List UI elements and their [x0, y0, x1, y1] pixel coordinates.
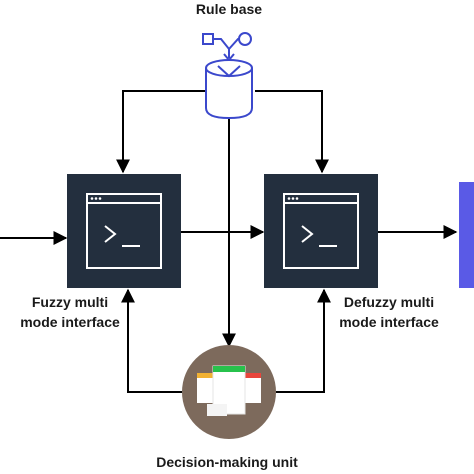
output-node-bar	[459, 182, 474, 288]
defuzzy-box	[264, 174, 378, 288]
database-workflow-icon	[202, 32, 253, 120]
connectors	[0, 90, 458, 393]
fuzzy-interface-node: Fuzzy multi mode interface	[20, 174, 181, 330]
decision-to-defuzzy-arrow	[276, 288, 331, 393]
decision-label: Decision-making unit	[156, 454, 298, 470]
terminal-dots	[287, 197, 299, 200]
rule-base-node: Rule base	[196, 1, 262, 120]
rulebase-to-fuzzy-arrow	[116, 90, 205, 174]
decision-to-fuzzy-arrow	[121, 288, 182, 393]
defuzzy-label-line1: Defuzzy multi	[344, 294, 434, 310]
terminal-window-icon	[283, 193, 359, 269]
defuzzy-interface-node: Defuzzy multi mode interface	[264, 174, 439, 330]
rulebase-to-defuzzy-arrow	[255, 90, 329, 174]
terminal-window-icon	[86, 193, 162, 269]
rule-base-label: Rule base	[196, 1, 262, 17]
defuzzy-label-line2: mode interface	[339, 314, 439, 330]
cards-circle-icon	[197, 365, 261, 416]
terminal-dots	[90, 197, 102, 200]
fuzzy-box	[67, 174, 181, 288]
fuzzy-label-line2: mode interface	[20, 314, 120, 330]
fuzzy-label-line1: Fuzzy multi	[32, 294, 108, 310]
decision-unit-node: Decision-making unit	[156, 345, 298, 470]
